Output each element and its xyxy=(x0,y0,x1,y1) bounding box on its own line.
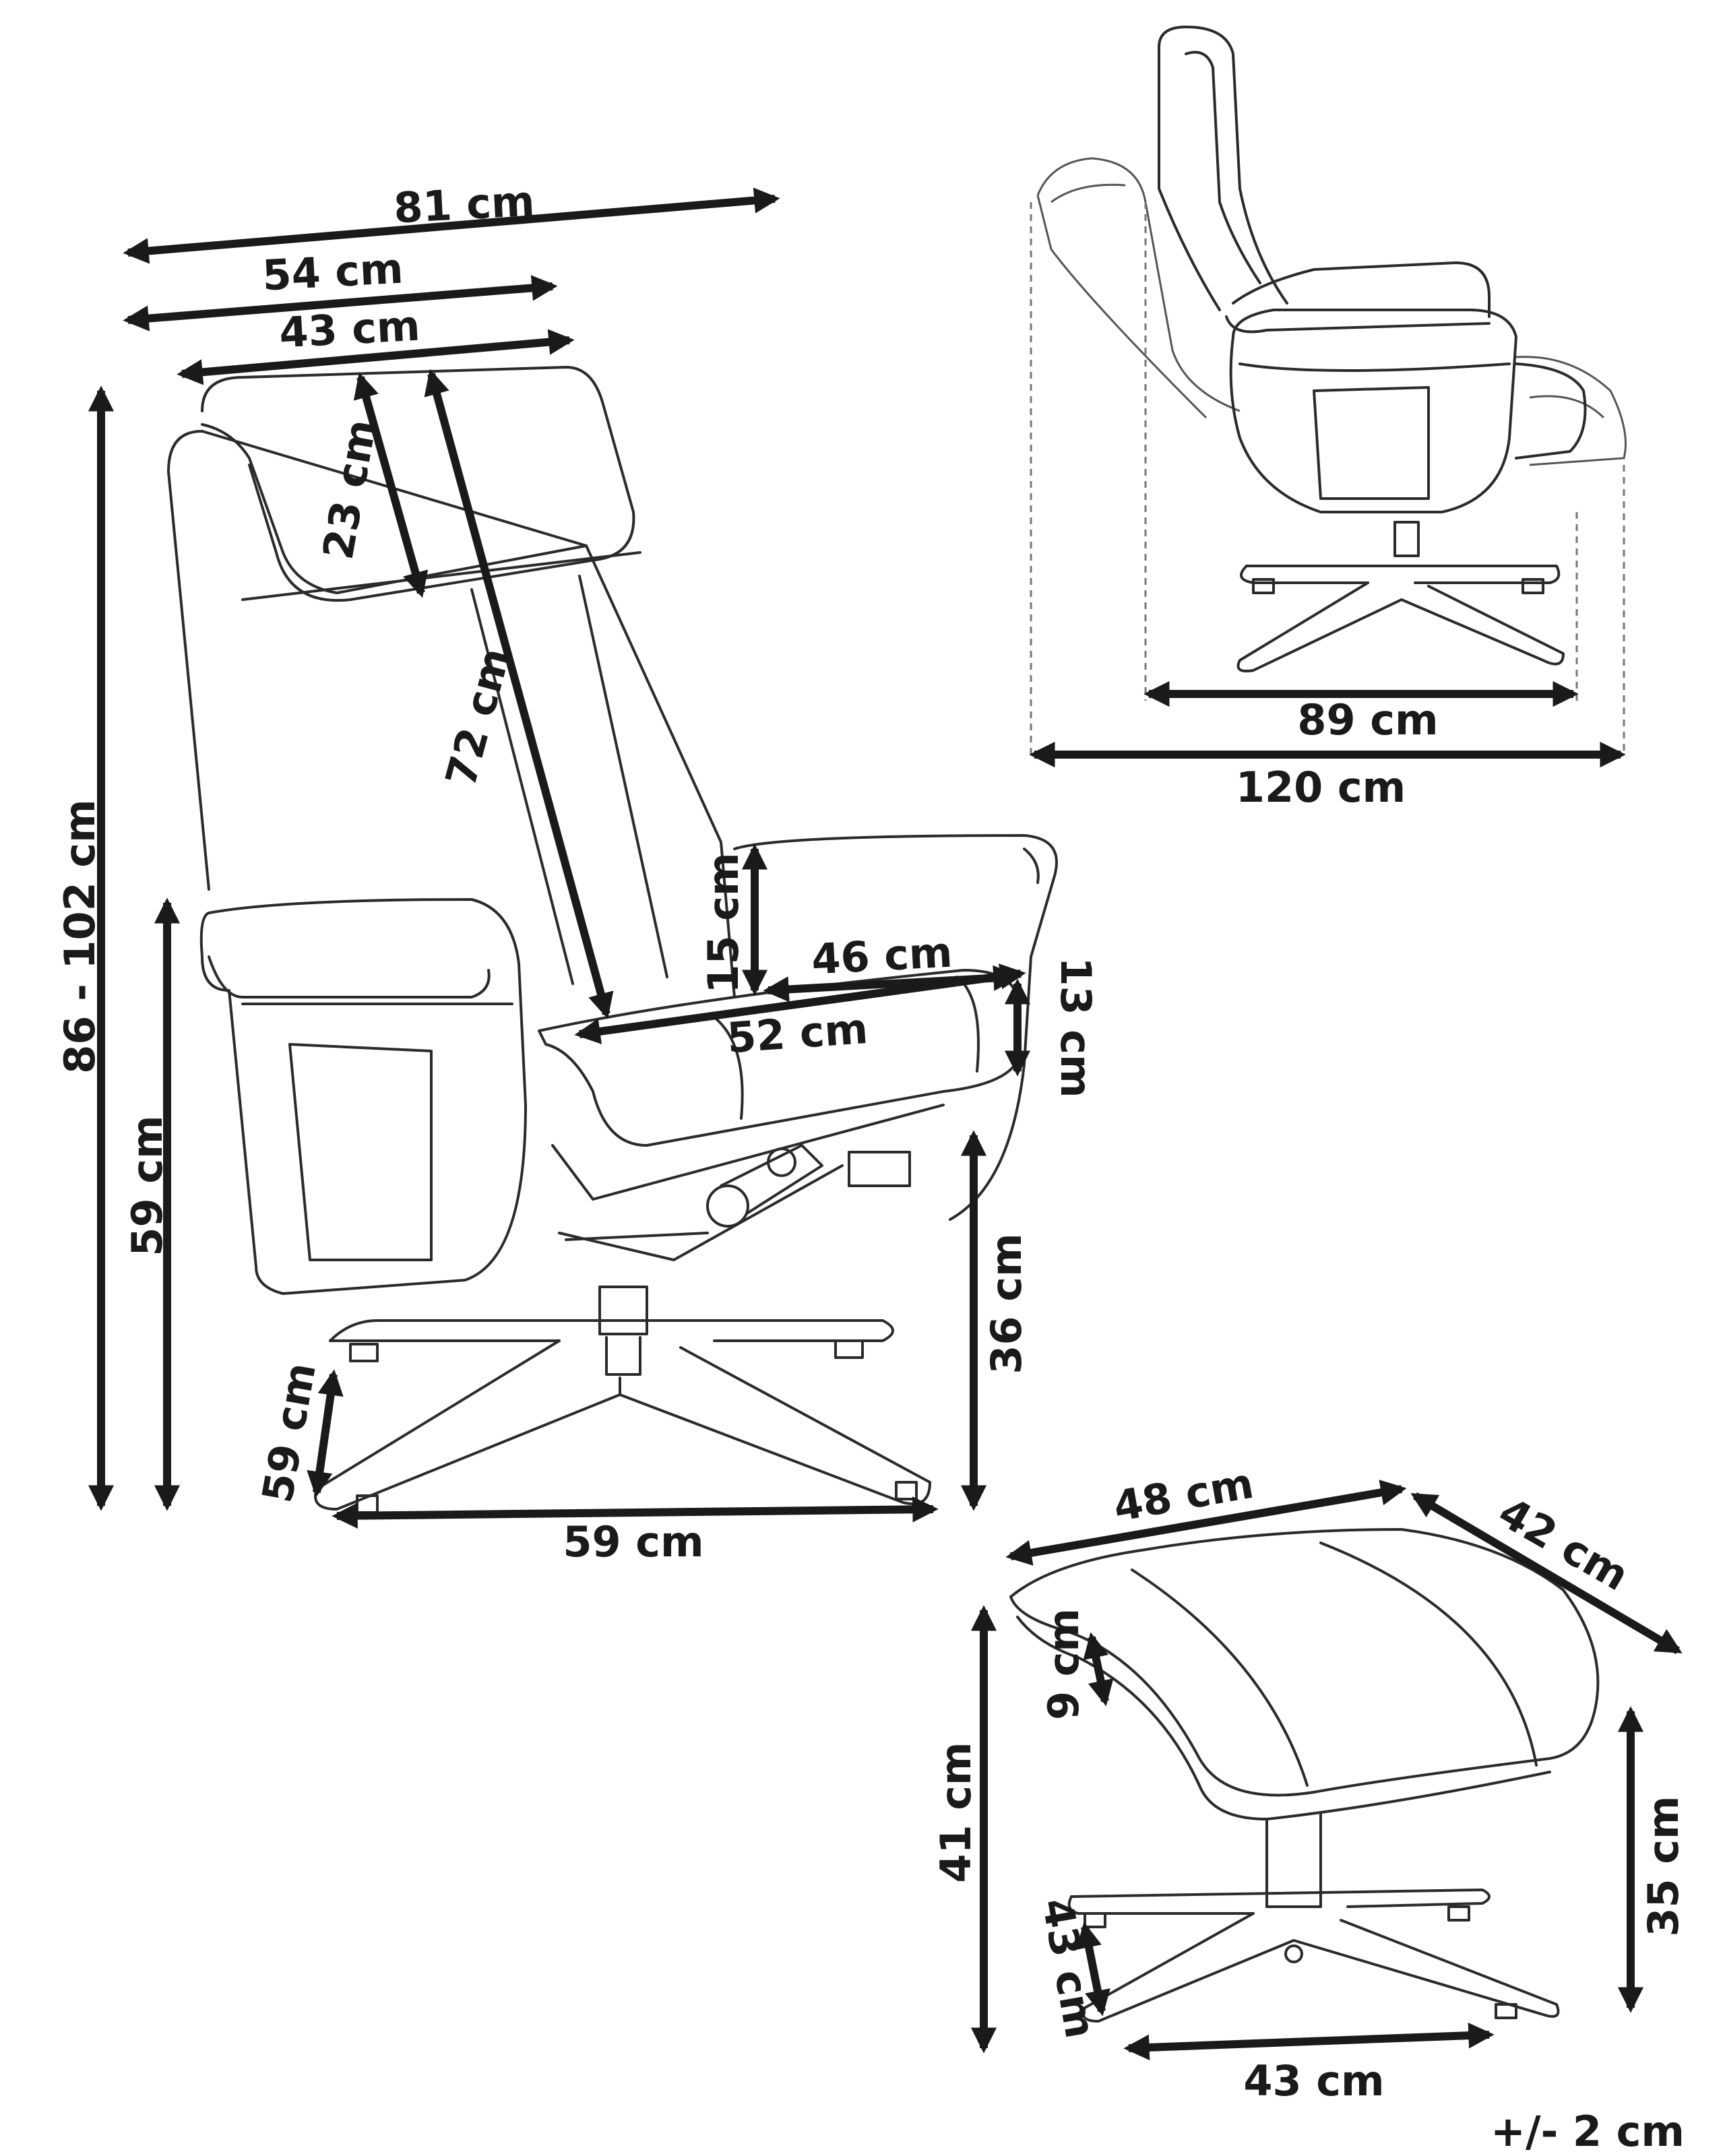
label-stool-cushion: 9 cm xyxy=(1039,1608,1088,1720)
label-stool-base-depth: 43 cm xyxy=(1032,1895,1105,2042)
arrow-armrest-width xyxy=(123,275,558,331)
arrow-stool-depth xyxy=(1410,1492,1683,1655)
label-stool-base-height: 35 cm xyxy=(1639,1796,1688,1936)
label-seat-thickness: 13 cm xyxy=(1051,957,1100,1098)
arrow-seat-depth xyxy=(574,963,1026,1044)
arrow-headrest-height xyxy=(353,372,429,598)
arrow-base-depth xyxy=(307,1369,344,1498)
arrow-stool-base-width xyxy=(1123,2022,1495,2061)
label-backrest-height: 72 cm xyxy=(436,643,520,792)
label-arm-above-seat: 15 cm xyxy=(699,852,748,993)
label-total-width: 81 cm xyxy=(392,177,536,233)
label-depth-reclined: 120 cm xyxy=(1236,763,1406,812)
footstool-drawing xyxy=(1009,1528,1600,2023)
label-stool-height: 41 cm xyxy=(931,1742,980,1882)
label-armrest-height: 59 cm xyxy=(123,1115,172,1256)
side-view-drawing xyxy=(1030,26,1627,755)
label-backrest-width: 43 cm xyxy=(278,301,421,358)
label-seat-depth: 52 cm xyxy=(726,1004,870,1063)
label-base-width: 59 cm xyxy=(563,1517,703,1566)
label-seat-width: 46 cm xyxy=(810,928,953,984)
arrow-stool-width xyxy=(1005,1480,1407,1566)
arrow-backrest-width xyxy=(177,329,575,385)
arrow-base-width xyxy=(332,1496,939,1529)
label-tolerance: +/- 2 cm xyxy=(1491,2107,1685,2156)
label-armrest-width: 54 cm xyxy=(261,244,404,300)
arrow-stool-base-depth xyxy=(1076,1922,1110,2017)
arrow-total-width xyxy=(123,187,780,264)
label-depth-upright: 89 cm xyxy=(1297,695,1438,744)
dimension-arrows xyxy=(88,187,1683,2061)
arrow-backrest-height xyxy=(424,369,614,1019)
label-stool-base-width: 43 cm xyxy=(1243,2056,1384,2105)
label-seat-height: 36 cm xyxy=(982,1233,1031,1374)
label-height-range: 86 - 102 cm xyxy=(55,799,104,1074)
arrow-stool-cushion xyxy=(1083,1632,1114,1707)
label-headrest-height: 23 cm xyxy=(313,416,386,563)
